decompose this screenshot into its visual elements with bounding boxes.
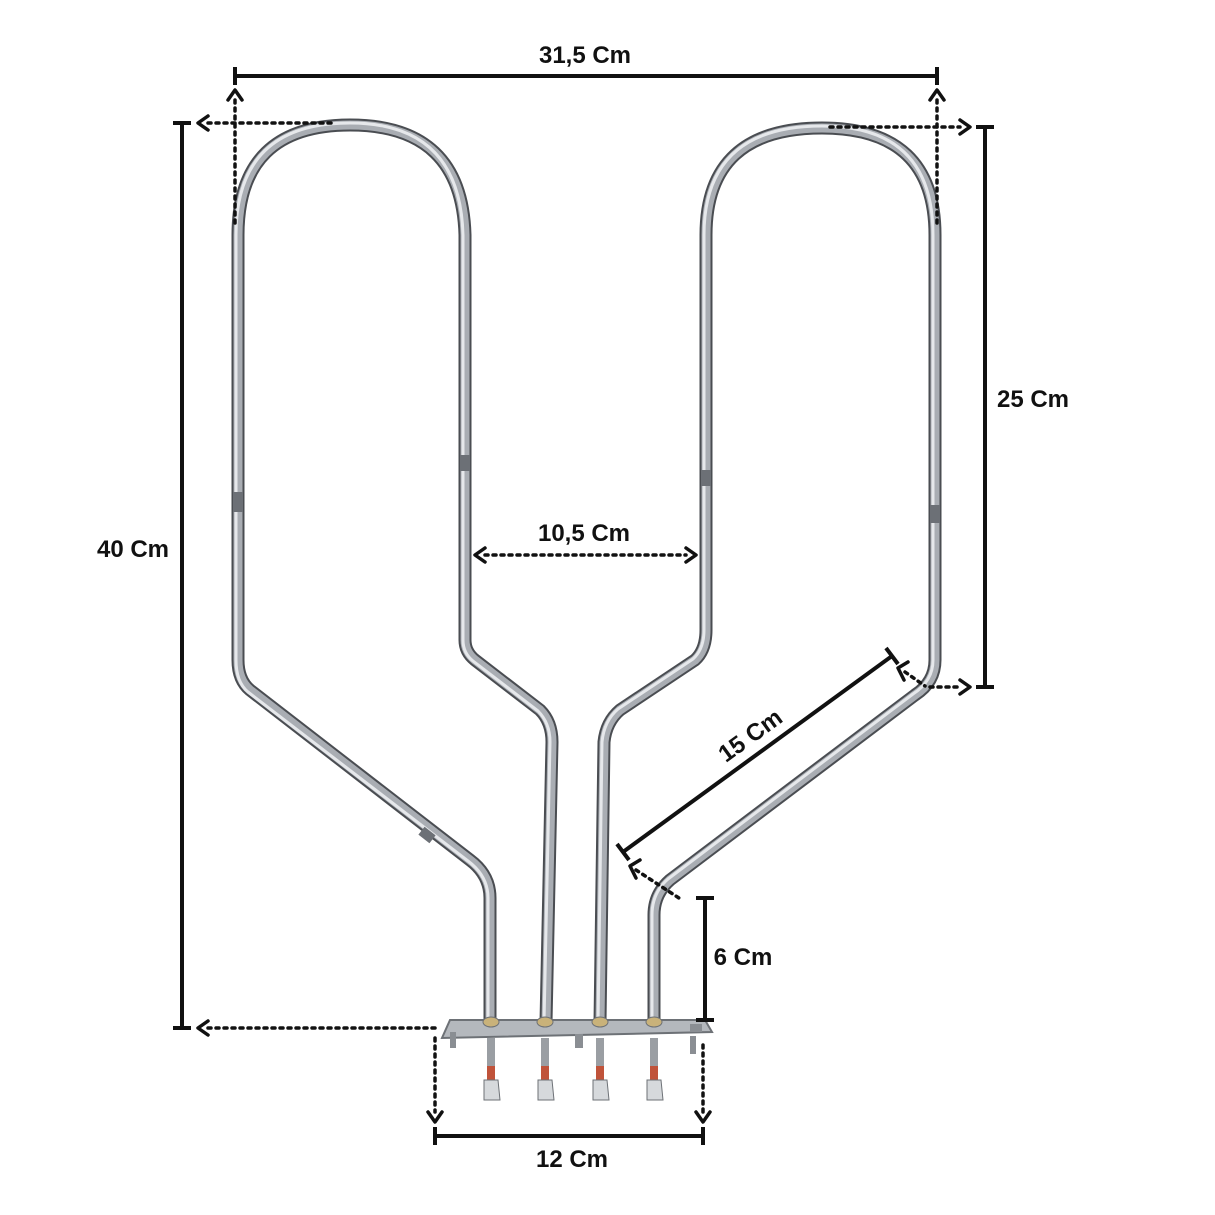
terminal-1 bbox=[482, 1016, 501, 1101]
dimension-loop-height: 25 Cm bbox=[828, 118, 1069, 696]
dimension-overall-height: 40 Cm bbox=[97, 114, 437, 1037]
left-loop-tube bbox=[231, 118, 559, 1029]
terminal-2 bbox=[536, 1016, 555, 1101]
heating-element bbox=[231, 118, 942, 1101]
inner-gap-label: 10,5 Cm bbox=[538, 520, 630, 547]
bracket-width-label: 12 Cm bbox=[536, 1146, 608, 1173]
terminals bbox=[482, 1016, 664, 1101]
dimension-bracket-width: 12 Cm bbox=[426, 1036, 712, 1173]
loop-height-label: 25 Cm bbox=[997, 386, 1069, 413]
overall-width-label: 31,5 Cm bbox=[539, 42, 631, 69]
terminal-3 bbox=[591, 1016, 610, 1101]
terminal-leg-label: 6 Cm bbox=[714, 944, 773, 971]
dimension-inner-gap: 10,5 Cm bbox=[473, 520, 698, 564]
dimension-overall-width: 31,5 Cm bbox=[226, 42, 946, 230]
terminal-4 bbox=[645, 1016, 664, 1101]
overall-height-label: 40 Cm bbox=[97, 536, 169, 563]
right-loop-tube bbox=[593, 121, 942, 1029]
dimension-terminal-leg: 6 Cm bbox=[696, 896, 773, 1022]
mounting-bracket bbox=[440, 1019, 714, 1054]
tube-joint-marks bbox=[233, 455, 940, 844]
